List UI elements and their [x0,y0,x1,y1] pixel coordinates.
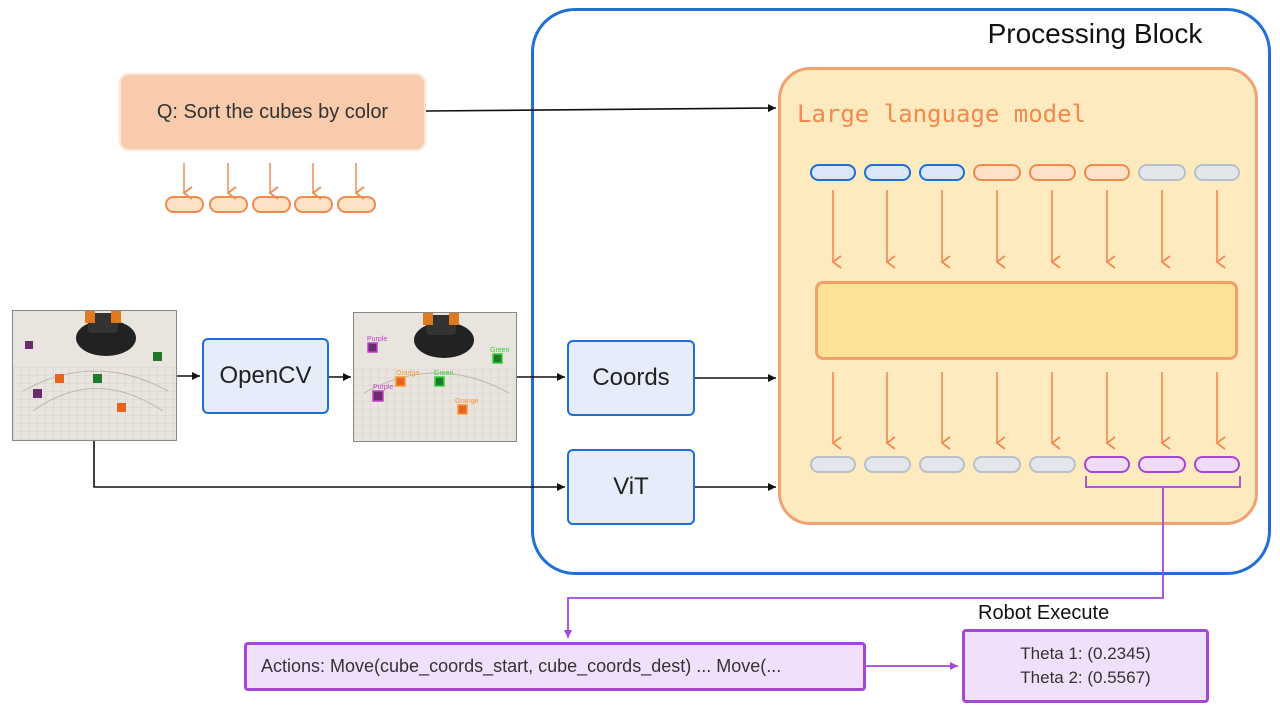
photo-label: Green [490,347,510,354]
action-token-bracket [1085,476,1241,488]
photo-label: Orange [455,398,478,405]
photo-label: Orange [396,370,419,377]
theta-2: Theta 2: (0.5567) [1020,668,1151,687]
arrow-llm-to-actions [564,487,1164,638]
coords-block: Coords [567,340,695,416]
theta-box: Theta 1: (0.2345) Theta 2: (0.5567) [962,629,1209,703]
llm-output-token [864,456,911,473]
query-text: Q: Sort the cubes by color [156,100,389,123]
llm-output-token-action [1194,456,1240,473]
llm-title: Large language model [797,100,1086,128]
vit-block: ViT [567,449,695,525]
annotated-photo-image: Purple Purple Green Green Orange Orange [354,313,516,441]
llm-input-token [919,164,965,181]
actions-box: Actions: Move(cube_coords_start, cube_co… [244,642,866,691]
llm-input-token [1138,164,1186,181]
query-box: Q: Sort the cubes by color [119,73,426,151]
photo-label: Purple [367,336,387,343]
llm-input-token [810,164,856,181]
photo-label: Purple [373,384,393,391]
coords-label: Coords [592,364,670,391]
vit-label: ViT [613,473,649,500]
processing-block [531,8,1271,575]
llm-output-token [810,456,856,473]
llm-output-token [1029,456,1076,473]
scene-photo-image [13,311,176,440]
annotated-photo: Purple Purple Green Green Orange Orange [353,312,517,442]
scene-photo [12,310,177,441]
llm-output-token [973,456,1021,473]
arrow-query-to-llm [425,104,777,113]
photo-label: Green [434,370,454,377]
opencv-label: OpenCV [219,362,312,389]
llm-input-token [1084,164,1130,181]
opencv-block: OpenCV [202,338,329,414]
llm-input-token [864,164,911,181]
theta-1: Theta 1: (0.2345) [1020,644,1151,663]
llm-input-token [1029,164,1076,181]
arrow-photo-to-vit [93,441,565,491]
llm-output-token-action [1084,456,1130,473]
llm-output-token [919,456,965,473]
processing-block-title: Processing Block [987,18,1203,49]
robot-execute-label: Robot Execute [978,602,1110,624]
llm-output-token-action [1138,456,1186,473]
actions-text: Actions: Move(cube_coords_start, cube_co… [261,656,782,676]
llm-input-token [973,164,1021,181]
llm-core-layer [815,281,1238,360]
llm-input-token [1194,164,1240,181]
